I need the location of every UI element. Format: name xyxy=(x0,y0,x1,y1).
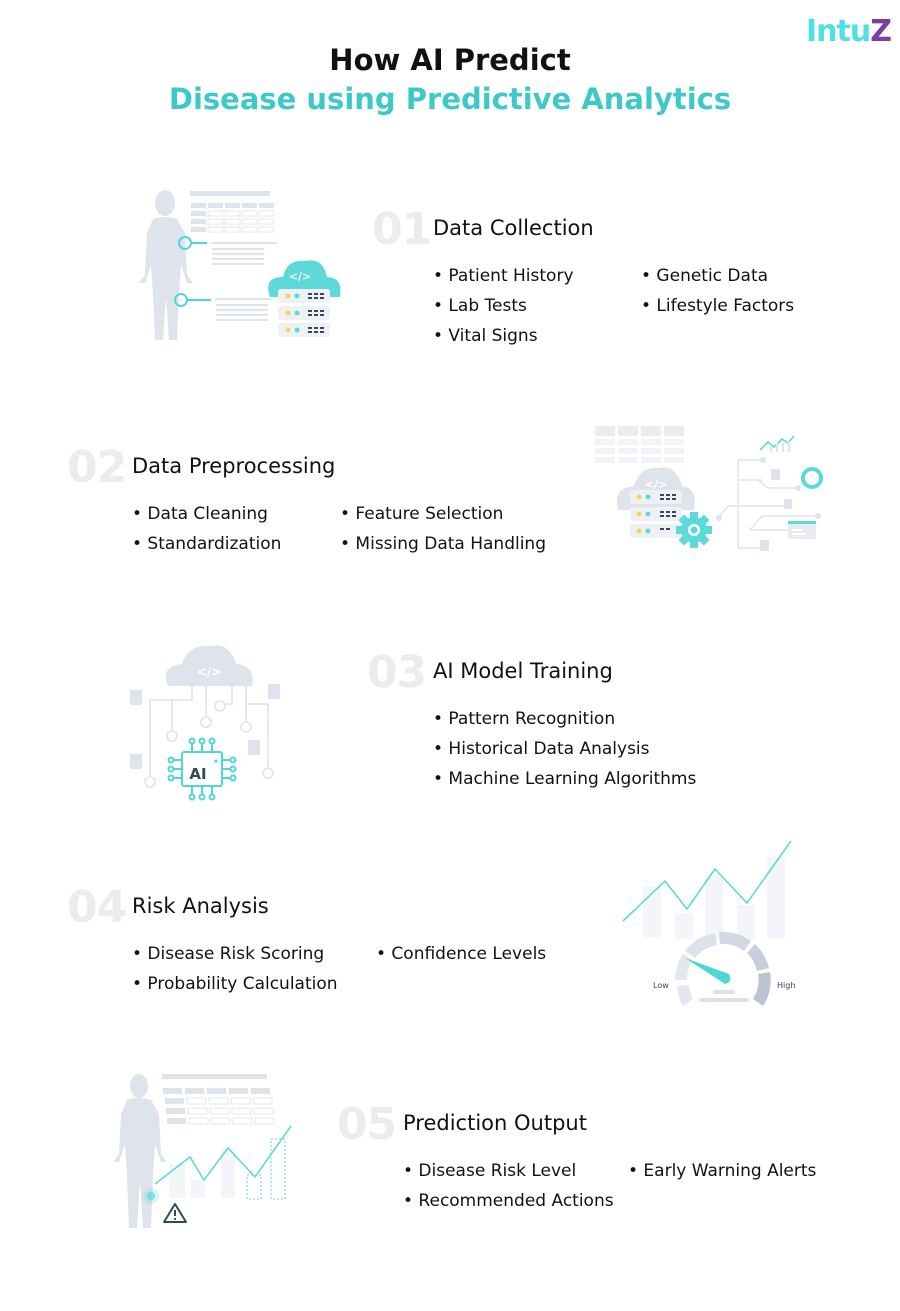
window-card-icon xyxy=(788,521,816,539)
bullet-item: • Recommended Actions xyxy=(403,1191,614,1211)
step-title: Data Preprocessing xyxy=(132,454,336,478)
bullet-item: • Feature Selection xyxy=(340,504,504,524)
cloud-server-icon: </> xyxy=(268,260,341,337)
bullet-item: • Standardization xyxy=(132,534,282,554)
bullet-item: • Lifestyle Factors xyxy=(641,296,795,316)
logo-accent-letter: Z xyxy=(870,14,892,49)
trend-line xyxy=(154,1125,292,1185)
prediction-output-illustration xyxy=(105,1068,295,1233)
donut-chart-icon xyxy=(801,467,823,489)
ai-chip-icon xyxy=(167,737,237,801)
bullet-item: • Genetic Data xyxy=(641,266,769,286)
data-collection-illustration: </> xyxy=(135,185,345,350)
bullet-item: • Historical Data Analysis xyxy=(433,739,650,759)
bullet-item: • Disease Risk Level xyxy=(403,1161,577,1181)
step-title: Risk Analysis xyxy=(132,894,269,918)
svg-text:</>: </> xyxy=(197,665,222,679)
step-number: 03 xyxy=(367,647,427,698)
step-number: 01 xyxy=(372,204,432,255)
gear-icon xyxy=(676,512,712,548)
document-icons xyxy=(130,684,280,769)
bullet-item: • Disease Risk Scoring xyxy=(132,944,325,964)
gauge-low-label: Low xyxy=(653,981,669,990)
cloud-icon xyxy=(165,645,253,686)
step-number: 04 xyxy=(67,882,127,933)
step-number: 02 xyxy=(67,442,127,493)
chip-label: AI xyxy=(189,765,206,783)
gauge-high-label: High xyxy=(777,981,795,990)
bullet-item: • Missing Data Handling xyxy=(340,534,547,554)
bullet-item: • Machine Learning Algorithms xyxy=(433,769,697,789)
step-number: 05 xyxy=(337,1099,397,1150)
cloud-server-icon: </> xyxy=(616,467,695,538)
human-body-icon xyxy=(113,1074,167,1228)
svg-text:</>: </> xyxy=(289,270,311,283)
logo-text: Intu xyxy=(806,14,871,49)
warning-icon xyxy=(163,1203,187,1223)
gauge-needle xyxy=(685,958,731,984)
ai-model-training-illustration: </> AI ✦ xyxy=(120,638,290,808)
bullet-item: • Lab Tests xyxy=(433,296,527,316)
bullet-item: • Confidence Levels xyxy=(376,944,547,964)
human-body-icon xyxy=(139,190,193,340)
gauge-icon xyxy=(675,931,771,1006)
svg-text:✦: ✦ xyxy=(213,757,220,766)
bullet-item: • Vital Signs xyxy=(433,326,538,346)
risk-analysis-illustration: Low High xyxy=(615,835,805,1010)
bullet-item: • Data Cleaning xyxy=(132,504,268,524)
page-title-line-1: How AI Predict xyxy=(329,43,571,77)
bullet-item: • Pattern Recognition xyxy=(433,709,616,729)
trend-line xyxy=(622,840,792,922)
intuz-logo: IntuZ xyxy=(806,14,892,50)
svg-text:</>: </> xyxy=(645,478,667,491)
data-table-icon xyxy=(190,191,275,233)
step-title: AI Model Training xyxy=(433,659,613,683)
step-title: Data Collection xyxy=(433,216,594,240)
step-title: Prediction Output xyxy=(403,1111,587,1135)
bullet-item: • Early Warning Alerts xyxy=(628,1161,817,1181)
page-title-line-2: Disease using Predictive Analytics xyxy=(168,82,732,116)
bullet-item: • Patient History xyxy=(433,266,574,286)
data-preprocessing-illustration: </> xyxy=(590,420,835,560)
bullet-item: • Probability Calculation xyxy=(132,974,338,994)
mini-bar-chart-icon xyxy=(759,435,795,452)
